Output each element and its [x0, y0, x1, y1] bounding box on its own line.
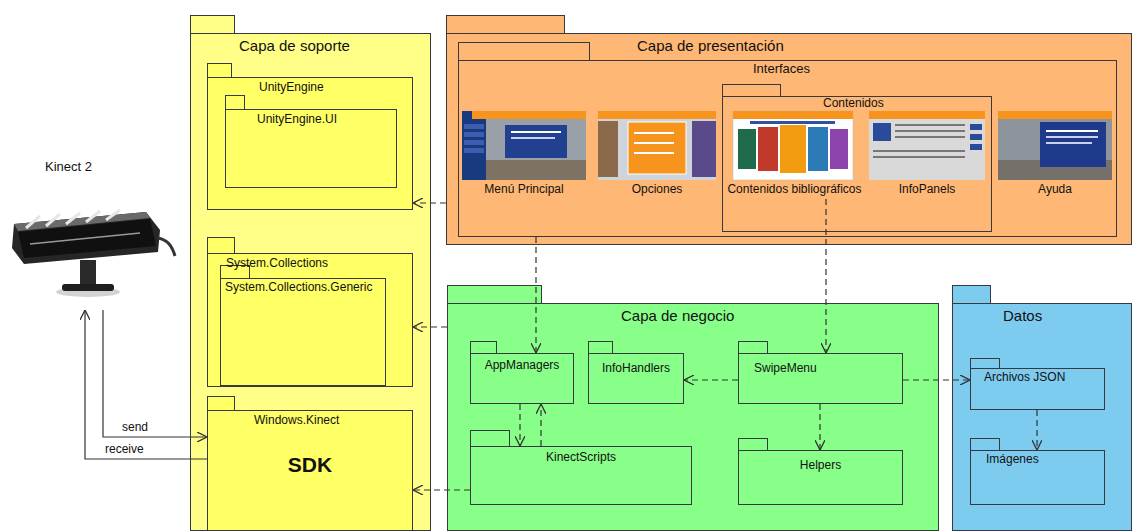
caption: Opciones [632, 183, 683, 197]
kinect-front [18, 219, 156, 258]
kinect-shine [30, 233, 140, 244]
kinect-base-shadow [56, 287, 120, 297]
package-box: Helpers [738, 450, 903, 505]
package-title: Interfaces [753, 62, 810, 77]
package-tab [470, 341, 497, 353]
package-tab [446, 15, 565, 33]
package-box: Windows.KinectSDK [207, 410, 413, 531]
package-title: Contenidos [823, 97, 884, 111]
package-box: InfoHandlers [588, 353, 684, 404]
package-tab [207, 63, 232, 77]
package-box: AppManagers [470, 353, 574, 404]
package-box: UnityEngine.UI [225, 109, 397, 188]
package-tab [952, 285, 991, 303]
package-tab [588, 341, 613, 353]
package-box: SwipeMenu [738, 353, 903, 404]
package-title: UnityEngine.UI [257, 113, 337, 127]
package-title: Capa de presentación [637, 37, 784, 54]
package-box: KinectScripts [470, 446, 692, 505]
screenshot-box: Opciones [596, 111, 718, 199]
package-title: Archivos JSON [984, 371, 1065, 385]
package-label: SDK [288, 453, 332, 477]
package-box: Imágenes [970, 450, 1105, 505]
package-tab [225, 95, 245, 109]
signal-arrow [85, 310, 207, 459]
package-title: SwipeMenu [754, 362, 817, 376]
package-title: System.Collections.Generic [225, 281, 372, 295]
package-title: System.Collections [226, 257, 328, 271]
package-box: Capa de negocioAppManagers InfoHandlers Sw… [447, 303, 939, 531]
package-tab [738, 341, 768, 353]
screenshot-box: Ayuda [996, 111, 1114, 199]
edge-label: send [121, 421, 149, 435]
kinect-cable [158, 238, 175, 256]
package-tab [722, 84, 781, 96]
kinect-top [14, 212, 150, 231]
package-tab [738, 438, 768, 450]
package-title: Imágenes [986, 453, 1039, 467]
package-tab [470, 430, 510, 446]
package-tab [458, 42, 590, 60]
screenshot-box: Contenidos bibliográficos [725, 111, 864, 199]
package-tab [447, 285, 542, 303]
package-tab [207, 237, 235, 253]
edge-label-box: send [121, 421, 149, 435]
edge-label: receive [104, 443, 145, 457]
package-tab [207, 396, 235, 410]
kinect-stand [80, 260, 96, 287]
kinect-base [62, 284, 114, 291]
package-title: Capa de soporte [239, 37, 350, 54]
caption: Kinect 2 [45, 160, 92, 175]
device-box: Kinect 2 [4, 160, 180, 310]
caption: InfoPanels [899, 183, 956, 197]
screenshot-box: Menú Principal [460, 111, 588, 199]
caption: Ayuda [1038, 183, 1072, 197]
package-tab [970, 358, 1000, 368]
package-title: Capa de negocio [621, 307, 734, 324]
package-title: Helpers [800, 459, 841, 473]
package-title: InfoHandlers [602, 362, 670, 376]
package-box: System.Collections.Generic [220, 278, 386, 386]
package-box: InterfacesMenú Principal Opciones Contenid… [458, 60, 1117, 237]
package-title: Windows.Kinect [254, 414, 339, 428]
package-box: DatosArchivos JSON Imágenes [952, 303, 1132, 531]
package-box: Capa de presentaciónInterfacesMenú Princ… [446, 33, 1132, 245]
kinect-body [12, 212, 160, 264]
caption: Menú Principal [484, 183, 563, 197]
kinect-stripe [26, 210, 120, 228]
package-title: AppManagers [485, 359, 560, 373]
edge-label-box: receive [104, 443, 145, 457]
caption: Contenidos bibliográficos [727, 183, 861, 197]
package-tab [190, 15, 235, 33]
package-box: ContenidosContenidos bibliográficos InfoP… [722, 96, 992, 232]
package-title: KinectScripts [546, 451, 616, 465]
package-box: System.CollectionsSystem.Collections.Gen… [207, 253, 413, 387]
package-box: UnityEngineUnityEngine.UI [207, 77, 413, 210]
kinect-photo [12, 210, 175, 297]
package-box: Capa de soporteUnityEngineUnityEngine.UI… [190, 33, 431, 531]
package-title: Datos [1003, 307, 1042, 324]
package-title: UnityEngine [259, 81, 324, 95]
package-box: Archivos JSON [970, 368, 1105, 410]
screenshot-box: InfoPanels [866, 111, 988, 199]
package-tab [970, 438, 1000, 450]
